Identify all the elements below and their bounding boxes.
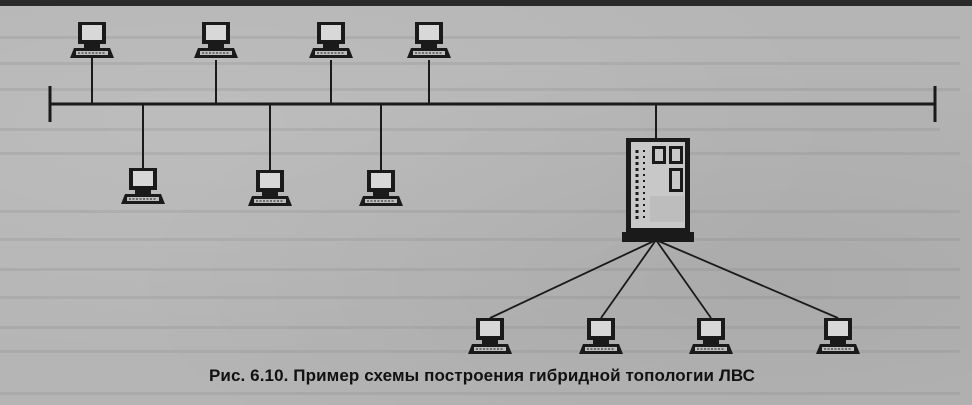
bleed-through-line [0,36,960,39]
bleed-through-line [0,128,940,131]
workstation-icon [358,169,404,207]
workstation-icon [406,21,452,59]
server-icon [622,138,694,242]
star-link [655,239,839,319]
star-link [600,239,657,319]
workstation-icon [193,21,239,59]
figure-caption-text: Рис. 6.10. Пример схемы построения гибри… [208,366,755,385]
page-top-border [0,0,972,6]
bleed-through-line [0,268,960,271]
bleed-through-line [0,88,960,91]
bleed-through-line [0,296,960,299]
workstation-icon [247,169,293,207]
workstation-icon [688,317,734,355]
bleed-through-line [0,62,960,65]
workstation-icon [69,21,115,59]
workstation-icon [308,21,354,59]
bleed-through-line [0,152,960,155]
bleed-through-line [0,392,960,395]
star-link [489,239,657,319]
workstation-icon [120,167,166,205]
bleed-through-line [0,210,960,213]
figure-caption: Рис. 6.10. Пример схемы построения гибри… [0,366,972,386]
bleed-through-line [0,238,960,241]
star-link [655,239,712,319]
workstation-icon [815,317,861,355]
workstation-icon [578,317,624,355]
workstation-icon [467,317,513,355]
